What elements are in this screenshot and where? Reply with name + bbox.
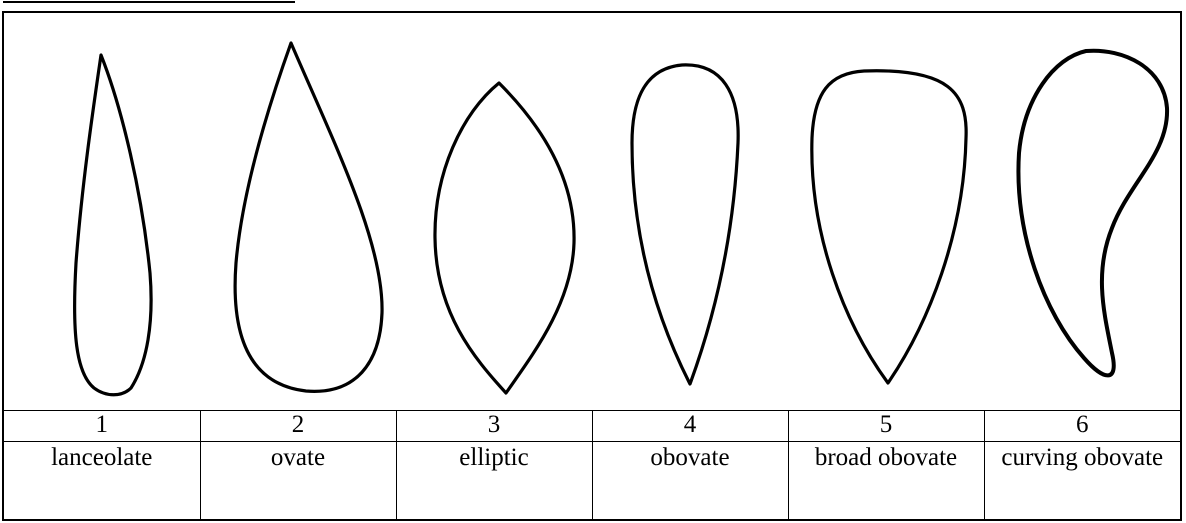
shape-name-cell: elliptic bbox=[396, 442, 592, 521]
shape-name-cell: lanceolate bbox=[4, 442, 200, 521]
shape-number-cell: 5 bbox=[788, 411, 984, 442]
shape-number-cell: 4 bbox=[592, 411, 788, 442]
shape-number-cell: 2 bbox=[200, 411, 396, 442]
shape-drawings-svg bbox=[4, 13, 1180, 410]
shape-number-cell: 6 bbox=[984, 411, 1180, 442]
shape-number-row: 1 2 3 4 5 6 bbox=[4, 411, 1180, 442]
shape-number-cell: 3 bbox=[396, 411, 592, 442]
heading-underline bbox=[3, 1, 295, 3]
shape-name-row: lanceolate ovate elliptic obovate broad … bbox=[4, 442, 1180, 521]
shape-name-cell: obovate bbox=[592, 442, 788, 521]
shape-table: 1 2 3 4 5 6 lanceolate ovate elliptic ob… bbox=[4, 410, 1180, 520]
leaf-shape-figure: 1 2 3 4 5 6 lanceolate ovate elliptic ob… bbox=[2, 11, 1182, 521]
obovate-leaf-outline bbox=[632, 65, 738, 384]
ovate-leaf-outline bbox=[235, 43, 382, 391]
curving-obovate-leaf-outline bbox=[1018, 51, 1167, 376]
lanceolate-leaf-outline bbox=[75, 55, 152, 395]
shape-name-cell: ovate bbox=[200, 442, 396, 521]
shape-name-cell: curving obovate bbox=[984, 442, 1180, 521]
shape-drawings bbox=[4, 13, 1180, 410]
elliptic-leaf-outline bbox=[435, 83, 574, 393]
shape-number-cell: 1 bbox=[4, 411, 200, 442]
shape-name-cell: broad obovate bbox=[788, 442, 984, 521]
broad-obovate-leaf-outline bbox=[812, 71, 966, 383]
